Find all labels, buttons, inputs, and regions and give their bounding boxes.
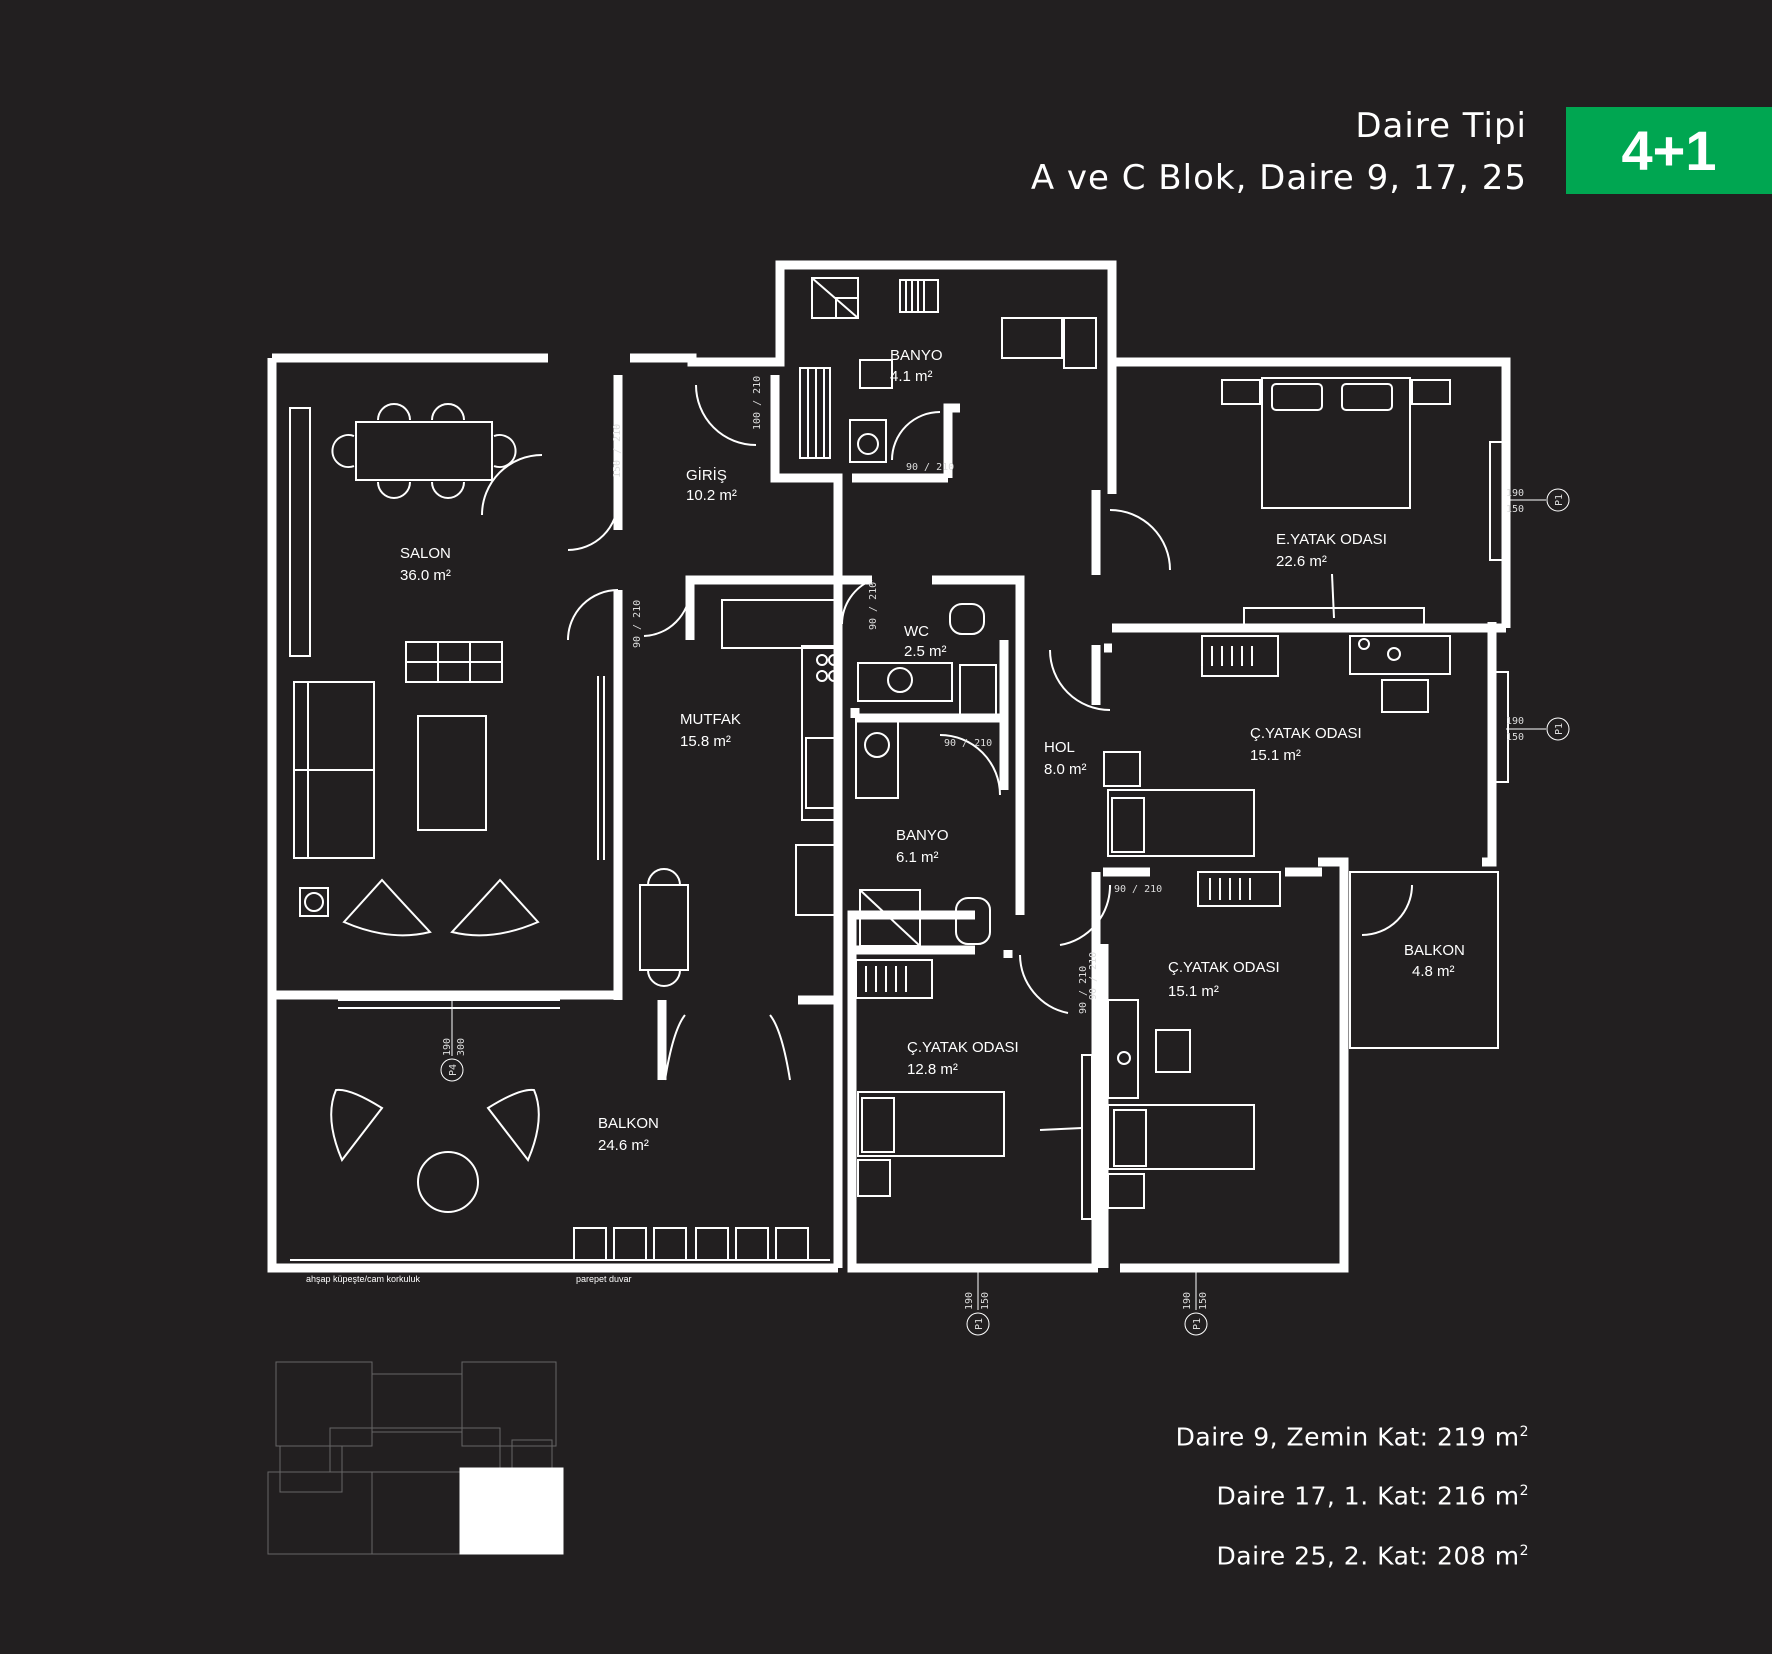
room-area-balkon-small: 4.8 m²	[1412, 963, 1455, 980]
room-area-wc: 2.5 m²	[904, 643, 947, 660]
room-name-balkon-big: BALKON	[598, 1115, 659, 1132]
type-title: Daire Tipi	[1355, 106, 1527, 146]
desk	[1349, 635, 1451, 675]
area-row: Daire 25, 2. Kat: 208 m2	[1216, 1540, 1529, 1570]
railing-note: ahşap küpeşte/cam korkuluk	[306, 1274, 421, 1284]
room-name-wc: WC	[904, 623, 929, 640]
armchair	[342, 878, 432, 937]
coffee-table	[417, 715, 487, 831]
round-table	[417, 1151, 479, 1213]
kitchen-table	[639, 884, 689, 971]
svg-text:P1: P1	[1554, 723, 1565, 735]
room-name-c-yatak-2: Ç.YATAK ODASI	[1168, 959, 1280, 976]
window-tag: 190 150 P1	[1182, 1268, 1209, 1336]
svg-text:150: 150	[1198, 1292, 1209, 1310]
svg-text:150: 150	[1506, 504, 1524, 515]
room-name-hol: HOL	[1044, 739, 1075, 756]
room-area-balkon-big: 24.6 m²	[598, 1137, 649, 1154]
door-dim: 90 / 210	[1088, 952, 1099, 1000]
svg-text:190: 190	[1182, 1292, 1193, 1310]
svg-text:190: 190	[964, 1292, 975, 1310]
key-plan	[267, 1361, 564, 1555]
svg-text:300: 300	[456, 1038, 467, 1056]
room-area-hol: 8.0 m²	[1044, 761, 1087, 778]
room-name-e-yatak: E.YATAK ODASI	[1276, 531, 1387, 548]
room-name-banyo: BANYO	[896, 827, 949, 844]
svg-text:190: 190	[1506, 716, 1524, 727]
door-dim: 90 / 210	[1078, 966, 1089, 1014]
room-name-balkon-small: BALKON	[1404, 942, 1465, 959]
door-dim: 100 / 210	[752, 376, 763, 430]
window-tag: 190 300 P4	[440, 1000, 467, 1082]
room-area-giris: 10.2 m²	[686, 487, 737, 504]
room-area-salon: 36.0 m²	[400, 567, 451, 584]
svg-text:P1: P1	[974, 1318, 985, 1330]
area-row: Daire 17, 1. Kat: 216 m2	[1216, 1481, 1529, 1511]
room-area-c-yatak-1: 15.1 m²	[1250, 747, 1301, 764]
door-dim: 90 / 210	[632, 600, 643, 648]
room-name-mutfak: MUTFAK	[680, 711, 741, 728]
room-area-banyo: 6.1 m²	[896, 849, 939, 866]
walls	[267, 260, 1511, 1273]
svg-text:P1: P1	[1554, 494, 1565, 506]
door-dim: 90 / 210	[906, 462, 954, 473]
block-subtitle: A ve C Blok, Daire 9, 17, 25	[1030, 158, 1527, 198]
window-tags: 190 150 P1 190 150 P1 190 300 P4 190 150…	[440, 488, 1570, 1336]
area-summary: Daire 9, Zemin Kat: 219 m2 Daire 17, 1. …	[1176, 1405, 1529, 1583]
lounge-chair	[330, 1088, 384, 1162]
svg-text:190: 190	[442, 1038, 453, 1056]
door-dim: 90 / 210	[868, 582, 879, 630]
door-dim: 90 / 210	[944, 738, 992, 749]
window-tag: 190 150 P1	[1506, 488, 1570, 515]
window-tag: 190 150 P1	[964, 1268, 991, 1336]
door-dimensions: 100 / 210 150 / 210 90 / 210 90 / 210 90…	[612, 376, 1162, 1014]
window-tag: 190 150 P1	[1506, 716, 1570, 743]
room-labels: SALON 36.0 m² GİRİŞ 10.2 m² BANYO 4.1 m²…	[400, 347, 1465, 1154]
door-dim: 150 / 210	[612, 424, 623, 478]
room-area-c-yatak-3: 12.8 m²	[907, 1061, 958, 1078]
svg-text:P4: P4	[448, 1064, 459, 1076]
room-area-e-yatak: 22.6 m²	[1276, 553, 1327, 570]
dining-table	[355, 421, 493, 481]
room-name-c-yatak-1: Ç.YATAK ODASI	[1250, 725, 1362, 742]
kitchen-sink	[805, 737, 837, 809]
room-name-banyo-top: BANYO	[890, 347, 943, 364]
svg-text:150: 150	[980, 1292, 991, 1310]
header: Daire Tipi A ve C Blok, Daire 9, 17, 25	[1031, 100, 1527, 204]
room-area-mutfak: 15.8 m²	[680, 733, 731, 750]
svg-text:190: 190	[1506, 488, 1524, 499]
room-name-c-yatak-3: Ç.YATAK ODASI	[907, 1039, 1019, 1056]
parapet-note: parepet duvar	[576, 1274, 632, 1284]
room-name-giris: GİRİŞ	[686, 466, 727, 484]
svg-text:150: 150	[1506, 732, 1524, 743]
room-count-badge: 4+1	[1566, 107, 1772, 194]
area-row: Daire 9, Zemin Kat: 219 m2	[1175, 1422, 1529, 1452]
room-area-c-yatak-2: 15.1 m²	[1168, 983, 1219, 1000]
single-bed	[1107, 789, 1255, 857]
room-area-banyo-top: 4.1 m²	[890, 368, 933, 385]
door-dim: 90 / 210	[1114, 884, 1162, 895]
highlighted-unit	[459, 1467, 564, 1555]
room-name-salon: SALON	[400, 545, 451, 562]
svg-text:P1: P1	[1192, 1318, 1203, 1330]
double-bed	[1261, 377, 1411, 509]
